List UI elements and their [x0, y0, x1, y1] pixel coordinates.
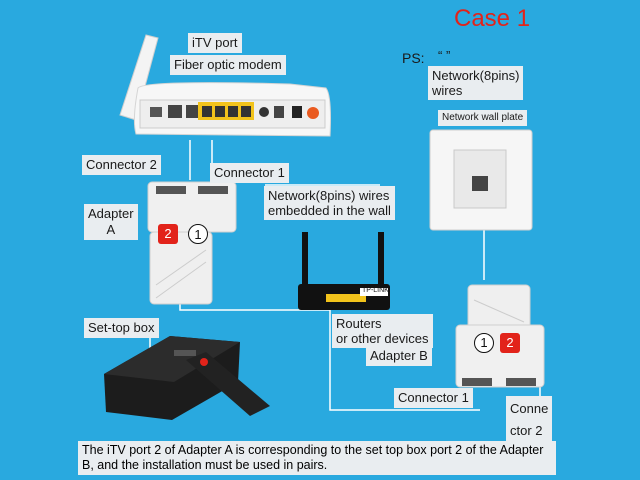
network-wall-plate — [429, 129, 533, 231]
routers-line1: Routers — [336, 316, 382, 331]
adapter-a-port-1-badge: 1 — [188, 224, 208, 244]
caption: The iTV port 2 of Adapter A is correspon… — [78, 441, 556, 475]
adapter-b-port-1-badge: 1 — [474, 333, 494, 353]
connector-1-top-label: Connector 1 — [210, 163, 289, 183]
adapter-b-port-2-badge: 2 — [500, 333, 520, 353]
embedded-wires-line1: Network(8pins) wires — [268, 188, 390, 203]
fiber-optic-modem — [119, 34, 331, 137]
network-wires-line1: Network(8pins) — [432, 68, 520, 83]
ps-label: PS: — [402, 50, 425, 66]
network-wires-label: Network(8pins)wires — [428, 66, 524, 100]
itv-port-label: iTV port — [188, 33, 242, 53]
adapter-a-line2: A — [106, 222, 116, 237]
connector-2-bottom-label: Conne ctor 2 — [506, 396, 553, 444]
network-wires-line2: wires — [432, 83, 463, 98]
adapter-a — [147, 181, 237, 305]
router — [298, 232, 390, 310]
adapter-b-label: Adapter B — [366, 346, 432, 366]
fiber-modem-label: Fiber optic modem — [170, 55, 286, 75]
wall-plate-label: Network wall plate — [438, 110, 528, 126]
routers-line2: or other devices — [336, 331, 429, 346]
connector-1-bottom-label: Connector 1 — [394, 388, 473, 408]
remote-control — [186, 352, 270, 416]
embedded-wires-line2: embedded in the wall — [268, 203, 391, 218]
connector-2-bottom-line1: Conne — [510, 401, 549, 416]
adapter-a-port-2-badge: 2 — [158, 224, 178, 244]
ps-quote: “ ” — [438, 48, 451, 63]
adapter-a-line1: Adapter — [88, 206, 134, 221]
router-brand-label: TP-LINK — [362, 287, 389, 294]
case-title: Case 1 — [454, 5, 531, 32]
connector-2-top-label: Connector 2 — [82, 155, 161, 175]
connector-2-bottom-line2: ctor 2 — [510, 423, 543, 438]
set-top-box-label: Set-top box — [84, 318, 159, 338]
